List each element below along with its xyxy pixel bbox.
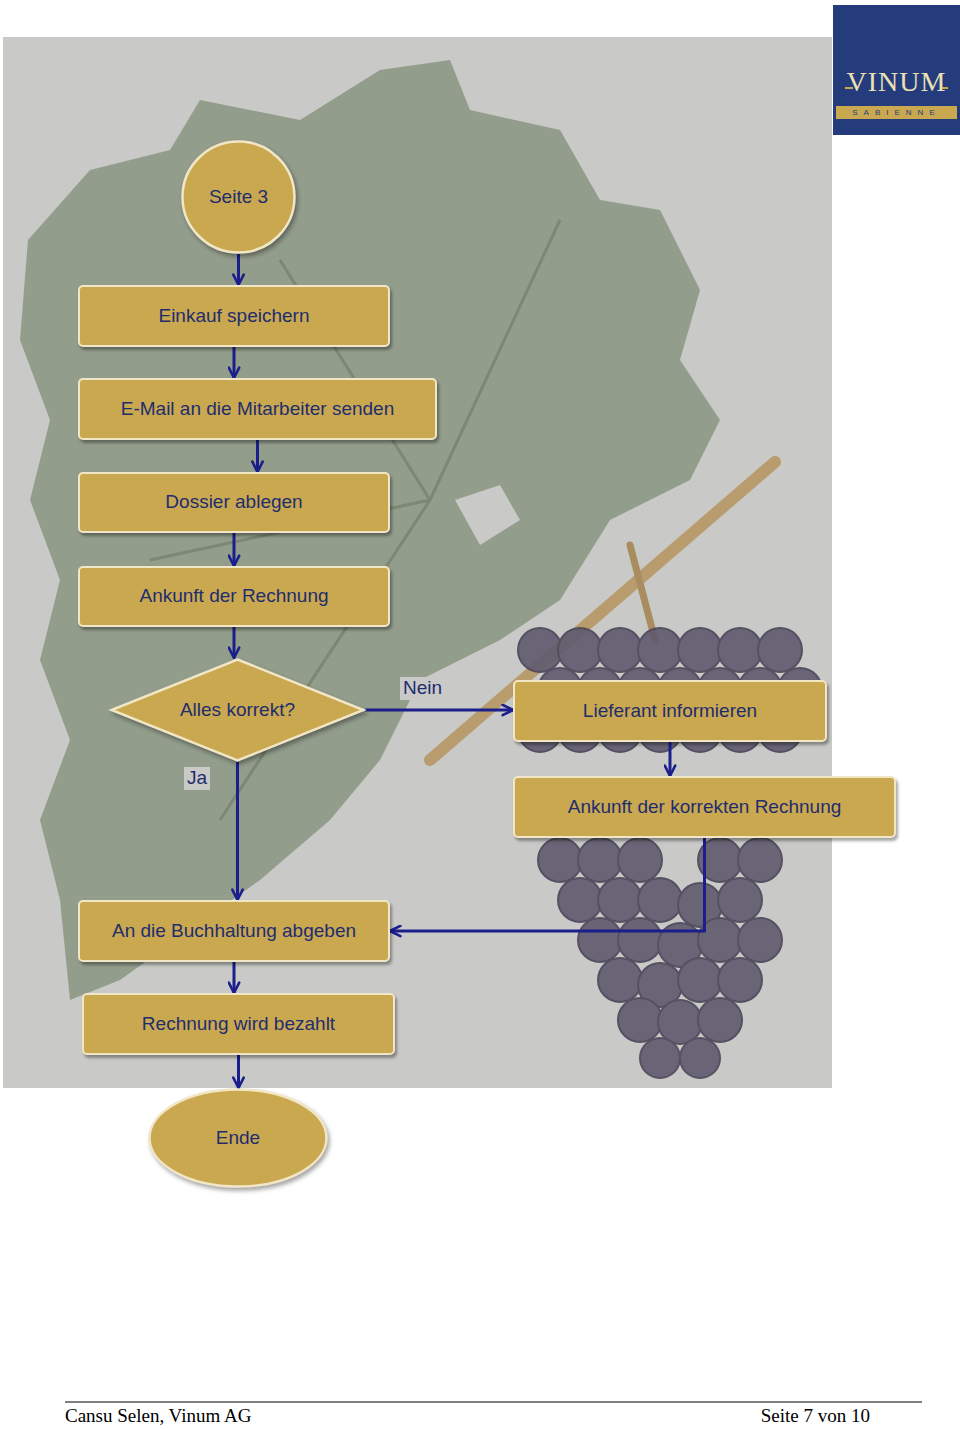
logo-subline: SABIENNE [836,106,957,119]
logo-wordmark: VINUM [836,66,957,98]
ellipse-shape [183,142,295,253]
node-text: Alles korrekt? [180,699,295,722]
edge-label: Nein [400,677,445,700]
node-text: Seite 3 [209,186,268,209]
diamond-shape [112,660,364,761]
logo-band [836,106,957,119]
node-text: An die Buchhaltung abgeben [112,920,356,943]
grape-stalk [630,545,655,640]
flow-arrow [237,254,240,285]
node-text: Lieferant informieren [583,700,757,723]
decision-diamond: Alles korrekt? [110,658,365,762]
footer-rule [65,1402,922,1403]
flow-arrow [233,533,236,566]
flow-arrow [256,440,259,472]
footer-page: Seite 7 von 10 [560,1405,870,1427]
process-box: Dossier ablegen [78,472,390,533]
process-box: Ankunft der korrekten Rechnung [513,776,896,838]
start-circle: Seite 3 [181,140,296,254]
node-text: Rechnung wird bezahlt [142,1013,335,1036]
process-box: E-Mail an die Mitarbeiter senden [78,378,437,440]
grey-panel [3,37,832,1088]
process-box: An die Buchhaltung abgeben [78,900,390,962]
node-text: E-Mail an die Mitarbeiter senden [121,398,395,421]
flow-arrow [233,347,236,378]
logo-panel [833,5,960,135]
flow-arrow [390,838,705,931]
node-text: Einkauf speichern [158,305,309,328]
footer-author: Cansu Selen, Vinum AG [65,1405,465,1427]
node-text: Ankunft der korrekten Rechnung [568,796,842,819]
ellipse-shape [150,1090,327,1187]
flow-arrow [233,627,236,658]
leaf-hole [455,485,520,545]
vine-stem [430,462,775,760]
node-text: Ankunft der Rechnung [139,585,328,608]
flow-arrow [365,709,513,712]
node-text: Ende [216,1127,260,1150]
process-box: Einkauf speichern [78,285,390,347]
flow-arrow [237,1055,240,1088]
edge-label: Ja [184,767,210,790]
flow-arrow [233,962,236,993]
flow-arrow [669,742,672,776]
process-box: Rechnung wird bezahlt [82,993,395,1055]
process-box: Ankunft der Rechnung [78,566,390,627]
node-text: Dossier ablegen [165,491,302,514]
process-box: Lieferant informieren [513,680,827,742]
end-ellipse: Ende [148,1088,328,1188]
vine-leaf [20,60,720,1000]
flow-arrow [236,762,239,900]
